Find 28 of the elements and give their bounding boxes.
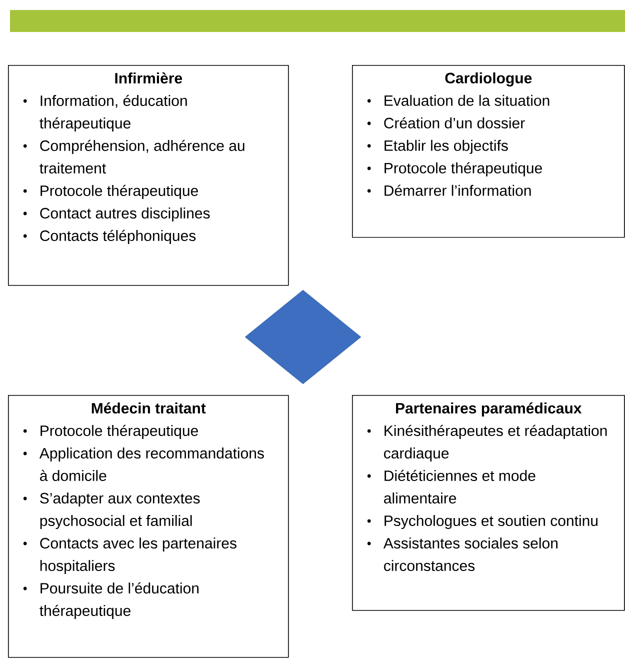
text-box bbox=[8, 395, 289, 658]
text-box bbox=[8, 65, 289, 286]
bullet-item: Assistantes sociales selon circonstances bbox=[367, 538, 558, 572]
bullet-item: Kinésithérapeutes et réadaptation cardiaque bbox=[367, 424, 607, 462]
bullet-item: Contacts téléphoniques bbox=[23, 230, 196, 244]
bullet-item: Contacts avec les partenaires hospitaliers bbox=[23, 538, 236, 574]
bullet-item: Evaluation de la situation bbox=[367, 94, 550, 106]
bullet-item: Protocole thérapeutique bbox=[367, 162, 542, 176]
bullet-item: Poursuite de l’éducation thérapeutique bbox=[23, 582, 198, 619]
bullet-item: Application des recommandations à domicile bbox=[23, 448, 264, 482]
bullet-item: Information, éducation thérapeutique bbox=[23, 94, 187, 132]
box-heading: Partenaires paramédicaux bbox=[396, 402, 582, 417]
text-box bbox=[352, 65, 625, 238]
bullet-item: Protocole thérapeutique bbox=[23, 184, 198, 199]
box-heading: Infirmière bbox=[115, 72, 182, 84]
bullet-item: S’adapter aux contextes psychosocial et familial bbox=[23, 492, 200, 529]
bullet-item: Création d’un dossier bbox=[367, 117, 525, 128]
text-box bbox=[352, 395, 625, 611]
bullet-item: Protocole thérapeutique bbox=[23, 424, 198, 440]
bullet-item: Contact autres disciplines bbox=[23, 208, 210, 222]
box-heading: Cardiologue bbox=[445, 72, 532, 86]
bullet-item: Compréhension, adhérence au traitement bbox=[23, 140, 244, 174]
bullet-item: Etablir les objectifs bbox=[367, 140, 508, 154]
bullet-item: Diététiciennes et mode alimentaire bbox=[367, 470, 536, 504]
diamond-shape bbox=[244, 290, 362, 384]
box-heading: Médecin traitant bbox=[92, 402, 206, 414]
bullet-item: Démarrer l’information bbox=[367, 184, 531, 196]
bullet-item: Psychologues et soutien continu bbox=[367, 515, 598, 529]
